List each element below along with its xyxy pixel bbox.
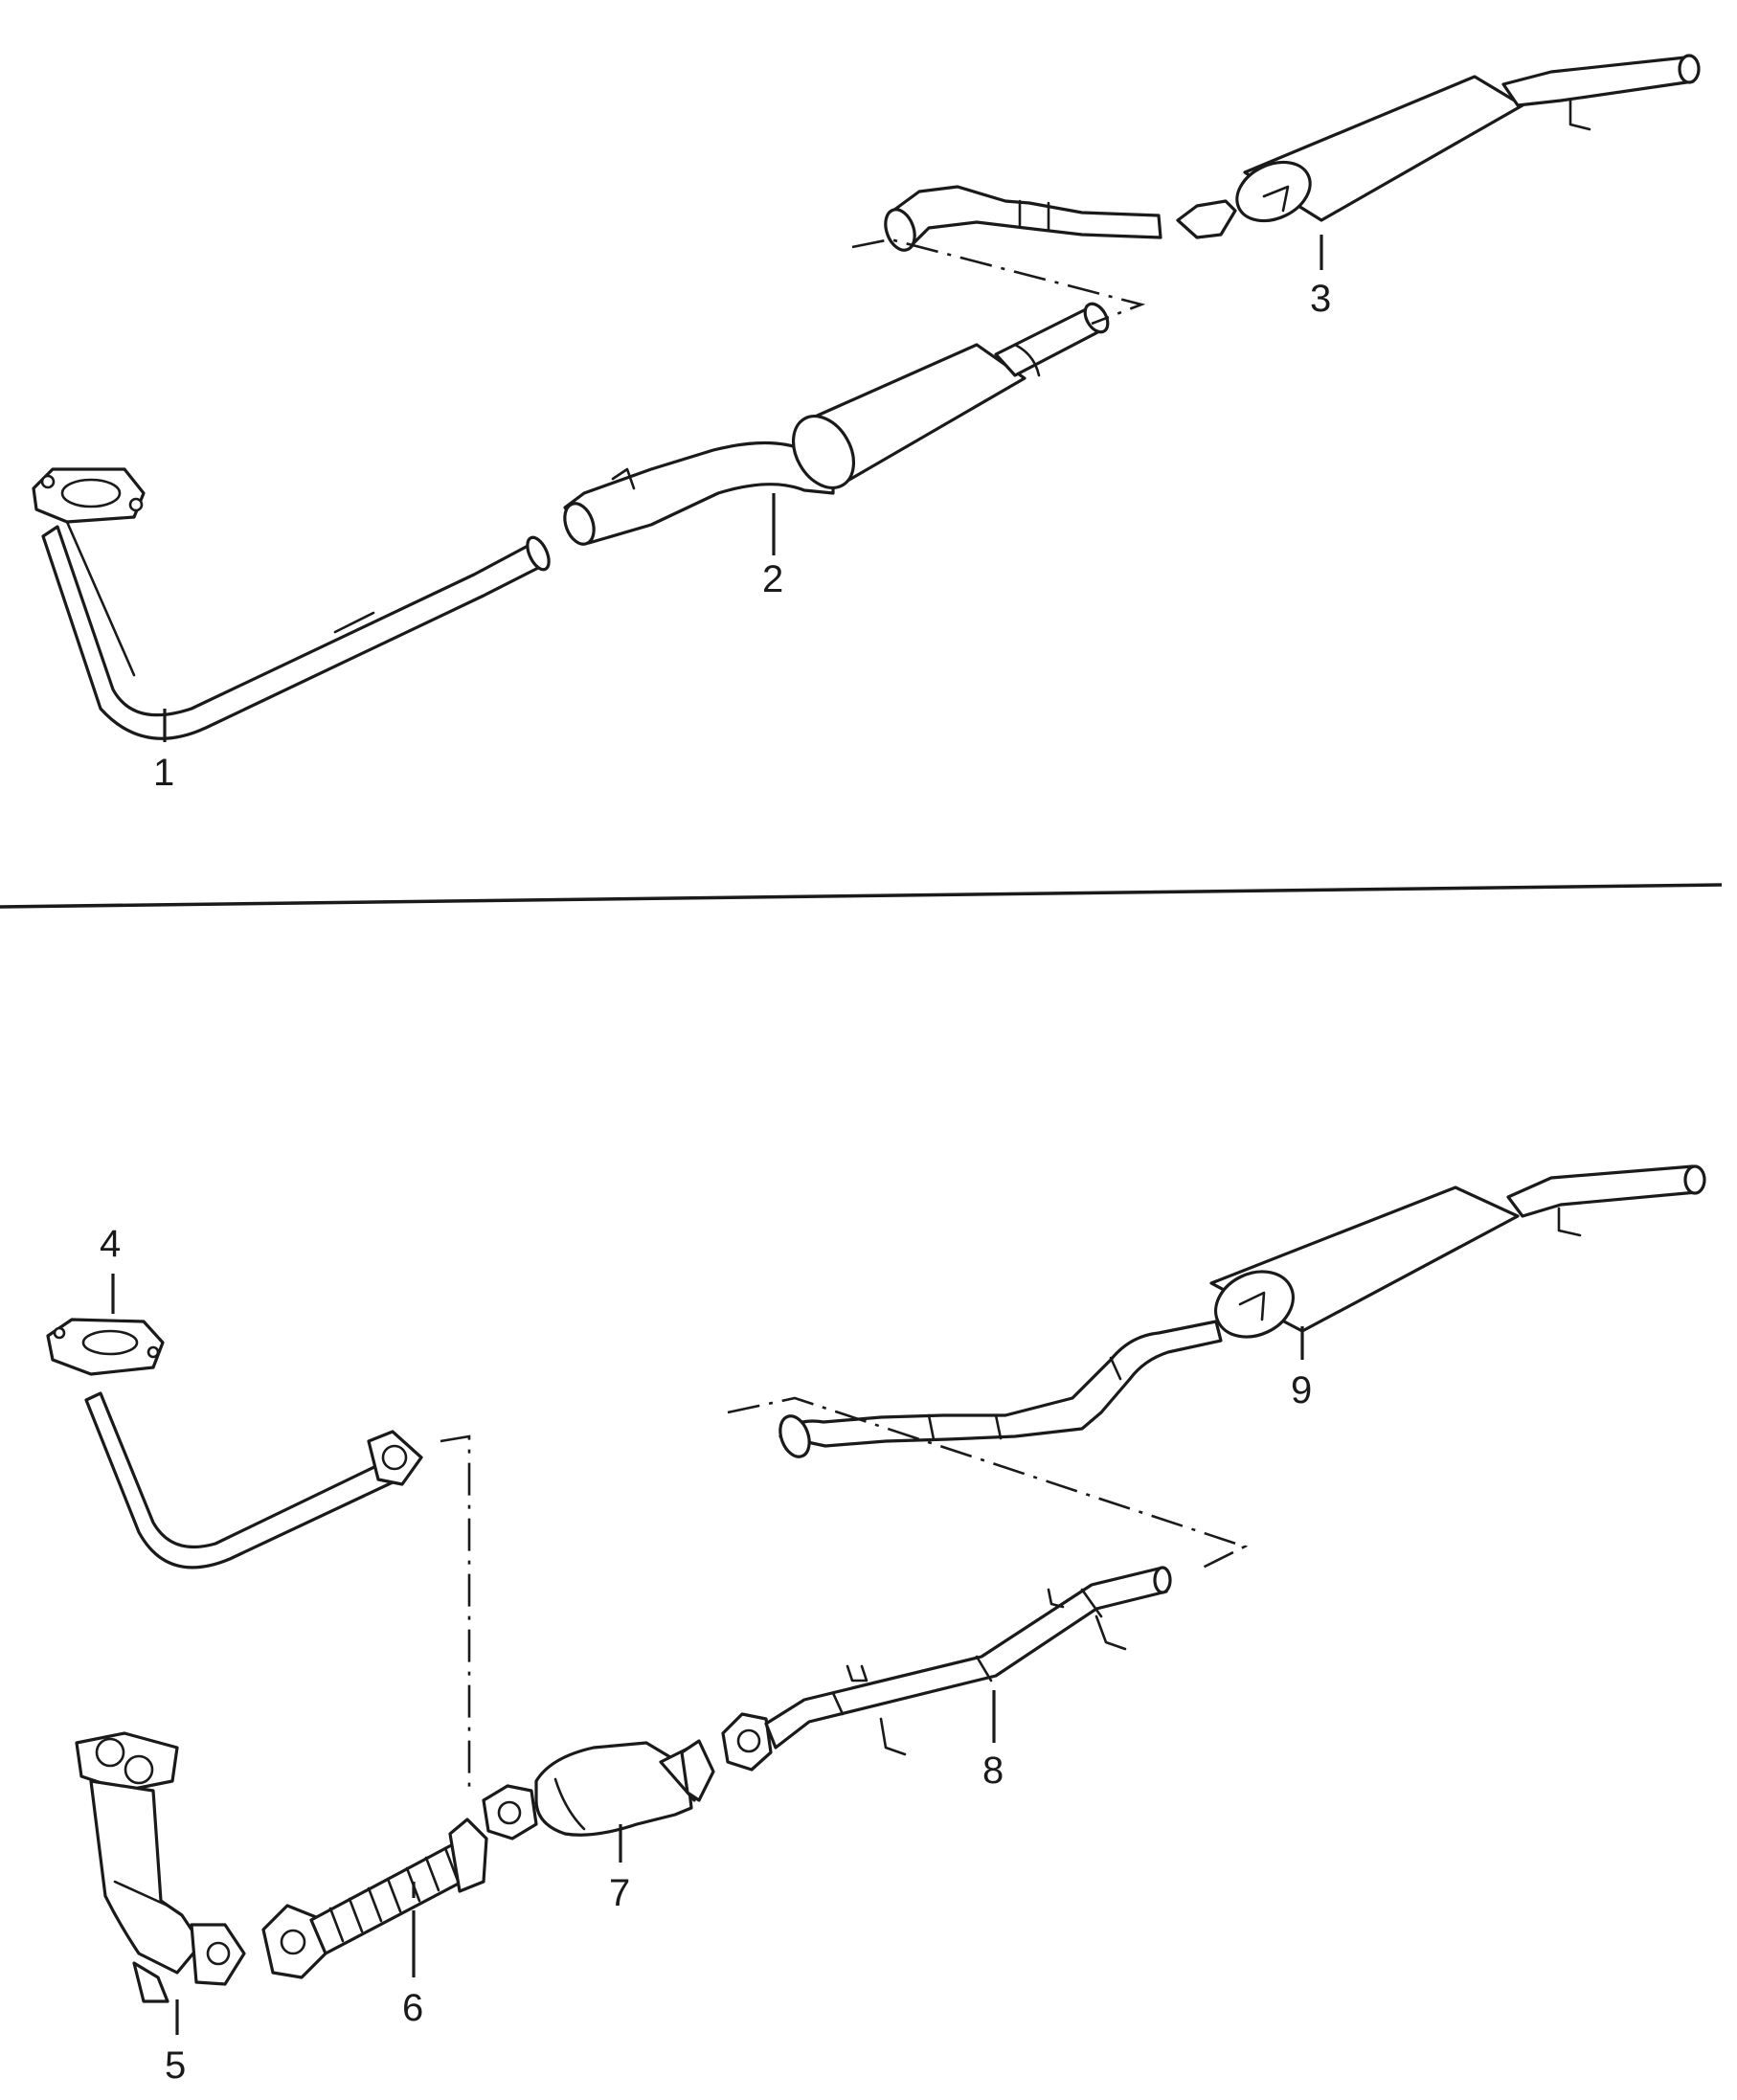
callout-7: 7 bbox=[609, 1872, 630, 1914]
callout-9: 9 bbox=[1291, 1369, 1312, 1411]
part-6-flex-pipe bbox=[261, 1818, 488, 1979]
part-4-front-pipe bbox=[46, 1318, 423, 1569]
lower-connection-line-b bbox=[727, 1396, 1249, 1572]
upper-connection-line bbox=[851, 237, 1146, 326]
part-9-rear-silencer bbox=[778, 1164, 1706, 1458]
section-divider bbox=[0, 883, 1723, 909]
part-5-manifold bbox=[75, 1731, 246, 2003]
part-2-center-silencer bbox=[563, 302, 1110, 546]
part-7-catalytic-converter bbox=[482, 1739, 715, 1840]
callout-6: 6 bbox=[402, 1987, 423, 2029]
callout-4: 4 bbox=[100, 1223, 121, 1265]
callout-3: 3 bbox=[1310, 278, 1331, 320]
callout-2: 2 bbox=[762, 558, 783, 600]
callout-8: 8 bbox=[982, 1750, 1004, 1792]
part-1-front-pipe bbox=[32, 467, 551, 740]
callout-1: 1 bbox=[153, 752, 174, 794]
part-8-intermediate-pipe bbox=[721, 1566, 1172, 1772]
callout-5: 5 bbox=[165, 2044, 186, 2087]
lower-exhaust-assembly bbox=[46, 1164, 1706, 2035]
upper-exhaust-assembly bbox=[32, 54, 1701, 742]
lower-connection-line-a bbox=[440, 1434, 471, 1791]
part-3-rear-silencer bbox=[884, 54, 1701, 252]
